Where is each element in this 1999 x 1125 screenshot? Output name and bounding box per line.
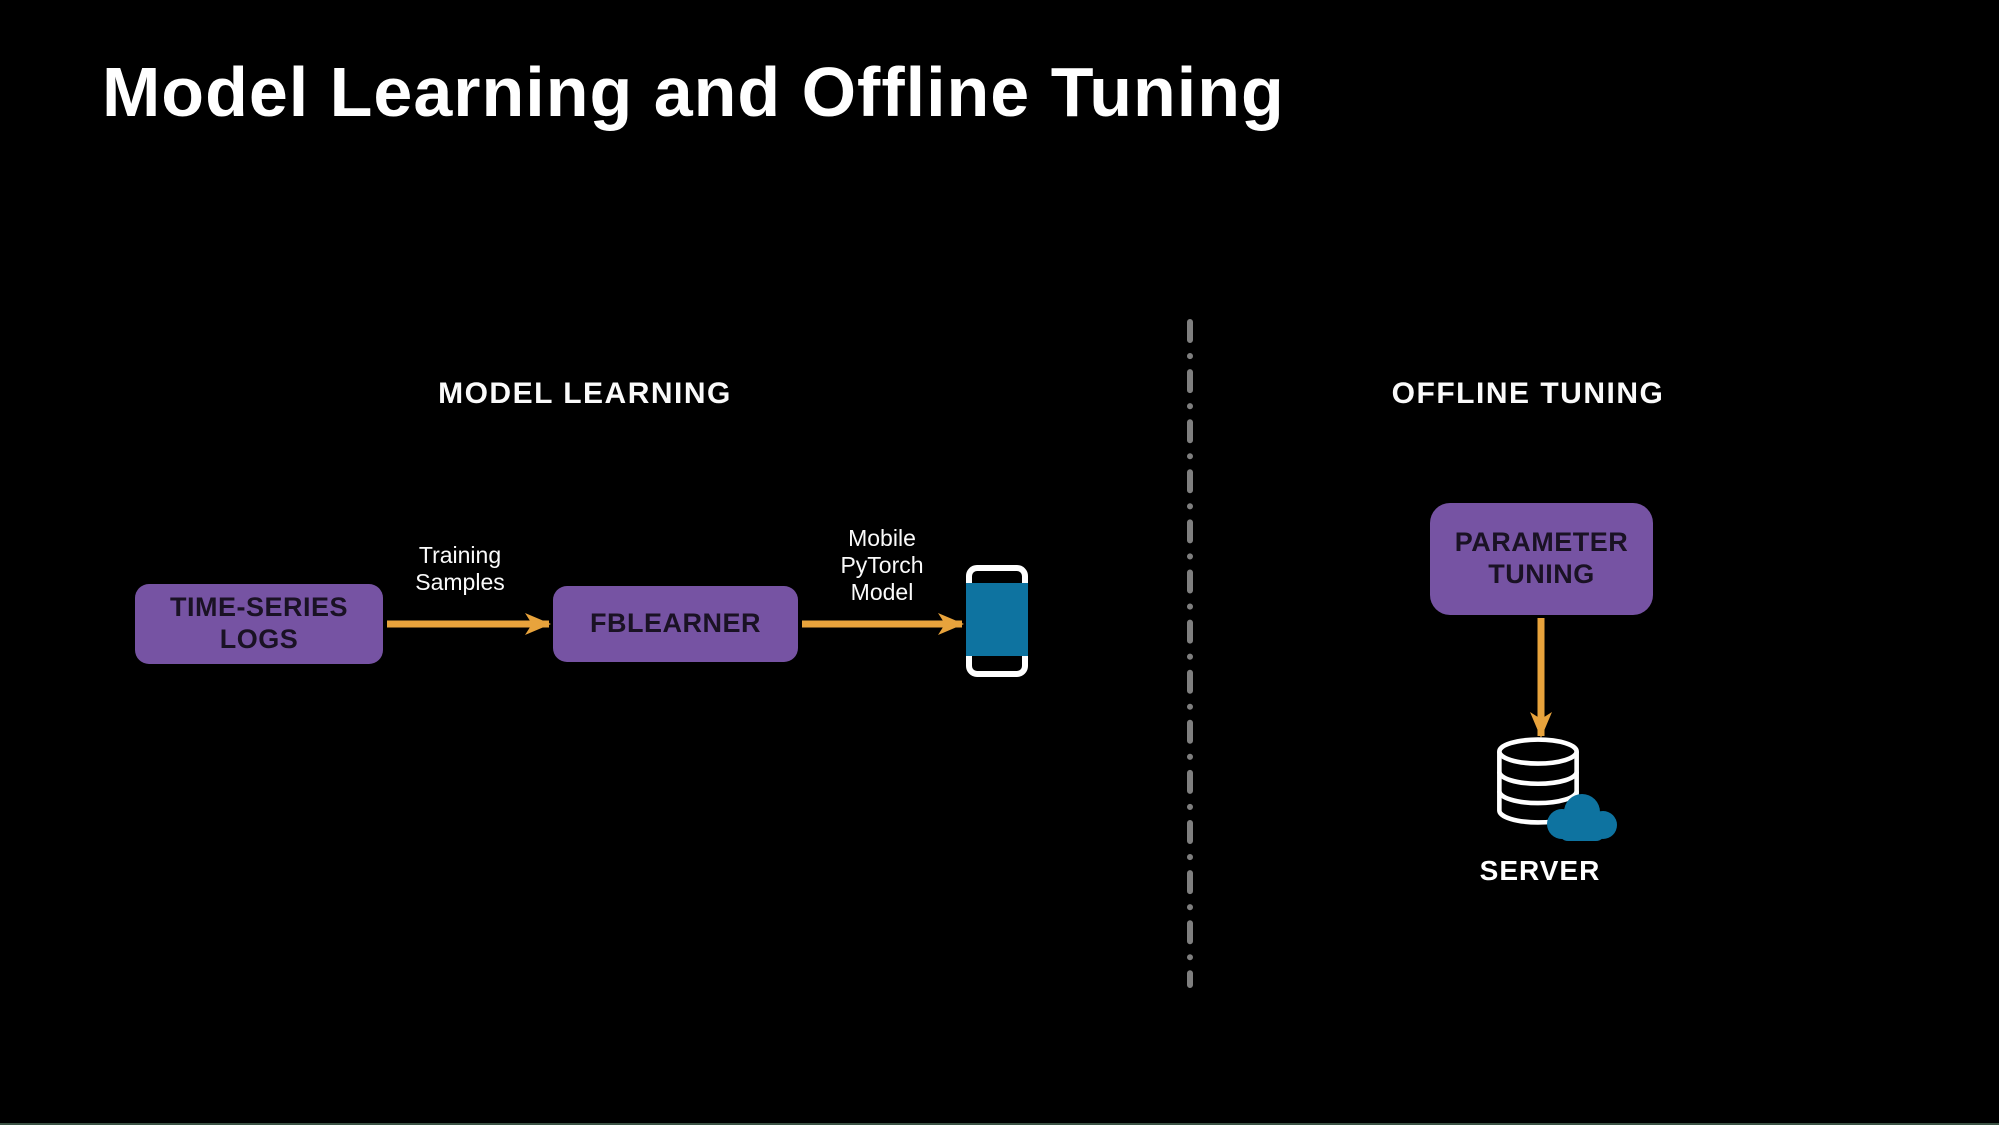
server-label: SERVER [1479,855,1601,886]
bottom-edge-line [0,1123,1999,1125]
phone-screen [966,583,1028,656]
cloud-icon [1547,794,1617,841]
label-training-samples: Training Samples [415,542,505,596]
section-header-offline-tuning: OFFLINE TUNING [1391,377,1665,410]
page-title: Model Learning and Offline Tuning [102,53,1285,131]
section-header-model-learning: MODEL LEARNING [438,377,732,410]
node-time-series-logs: TIME-SERIES LOGS [135,584,383,664]
label-mobile-pytorch-model: Mobile PyTorch Model [840,525,924,606]
node-parameter-tuning: PARAMETER TUNING [1430,503,1653,615]
node-fblearner: FBLEARNER [553,586,798,662]
mobile-phone-icon [966,565,1028,677]
